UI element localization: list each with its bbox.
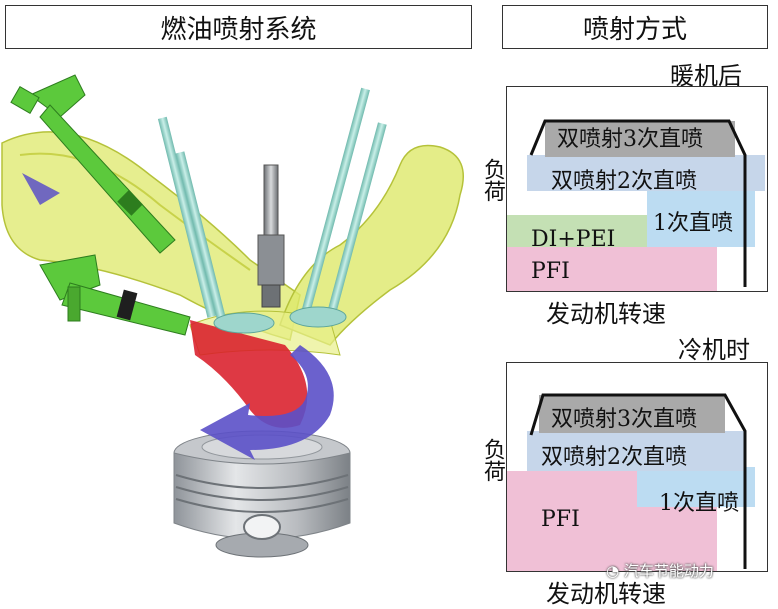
tumble-flow-arrow: [200, 345, 334, 460]
direct-injector: [10, 74, 176, 254]
header-injection-mode-label: 喷射方式: [582, 14, 687, 45]
cold-band-single-label: 1次直喷: [659, 491, 739, 516]
watermark-text: 汽车节能动力: [623, 562, 714, 580]
spark-plug: [257, 164, 285, 308]
warm-injection-chart: 双喷射3次直喷 双喷射2次直喷 1次直喷 DI+PEI PFI: [506, 86, 768, 292]
watermark: ◔ 汽车节能动力: [606, 560, 714, 581]
cold-condition-label: 冷机时: [678, 336, 750, 364]
cold-band-double: [527, 431, 745, 471]
cold-band-double-label: 双喷射2次直喷: [541, 445, 687, 470]
warm-band-double: [527, 155, 765, 191]
piston: [173, 430, 351, 558]
warm-band-triple-label: 双喷射3次直喷: [557, 127, 703, 152]
engine-illustration: [1, 74, 464, 558]
cold-band-single: [637, 467, 755, 507]
cold-band-triple: [539, 395, 725, 433]
port-injector: [39, 254, 191, 336]
warm-band-double-label: 双喷射2次直喷: [551, 169, 697, 194]
warm-condition-label: 暖机后: [670, 62, 742, 90]
warm-band-single-label: 1次直喷: [653, 211, 733, 236]
warm-x-axis-label: 发动机转速: [546, 300, 666, 328]
cold-x-axis-label: 发动机转速: [546, 580, 666, 608]
warm-band-pfi: [507, 247, 717, 291]
cold-y-axis-label: 负荷: [480, 438, 505, 482]
header-fuel-system: 燃油喷射系统: [5, 5, 472, 49]
warm-band-di-pei-label: DI+PEI: [531, 227, 616, 252]
cold-band-triple-label: 双喷射3次直喷: [551, 407, 697, 432]
header-fuel-system-label: 燃油喷射系统: [160, 14, 317, 45]
warm-band-di-pei: [507, 215, 657, 247]
header-injection-mode: 喷射方式: [502, 5, 768, 49]
watermark-logo-icon: ◔: [606, 562, 620, 580]
warm-band-triple: [545, 121, 735, 157]
cold-injection-chart: 双喷射3次直喷 双喷射2次直喷 1次直喷 PFI: [506, 362, 768, 572]
warm-boundary-line: [529, 119, 747, 287]
red-flow: [190, 320, 308, 428]
cold-boundary-line: [529, 393, 747, 569]
warm-band-pfi-label: PFI: [531, 259, 570, 284]
exhaust-valves: [289, 87, 387, 328]
intake-valves: [157, 116, 275, 334]
warm-y-axis-label: 负荷: [480, 158, 505, 202]
warm-band-single: [647, 187, 755, 247]
exhaust-port: [279, 144, 464, 346]
intake-flow-arrow: [22, 173, 60, 205]
cold-band-pfi-label: PFI: [541, 507, 580, 532]
